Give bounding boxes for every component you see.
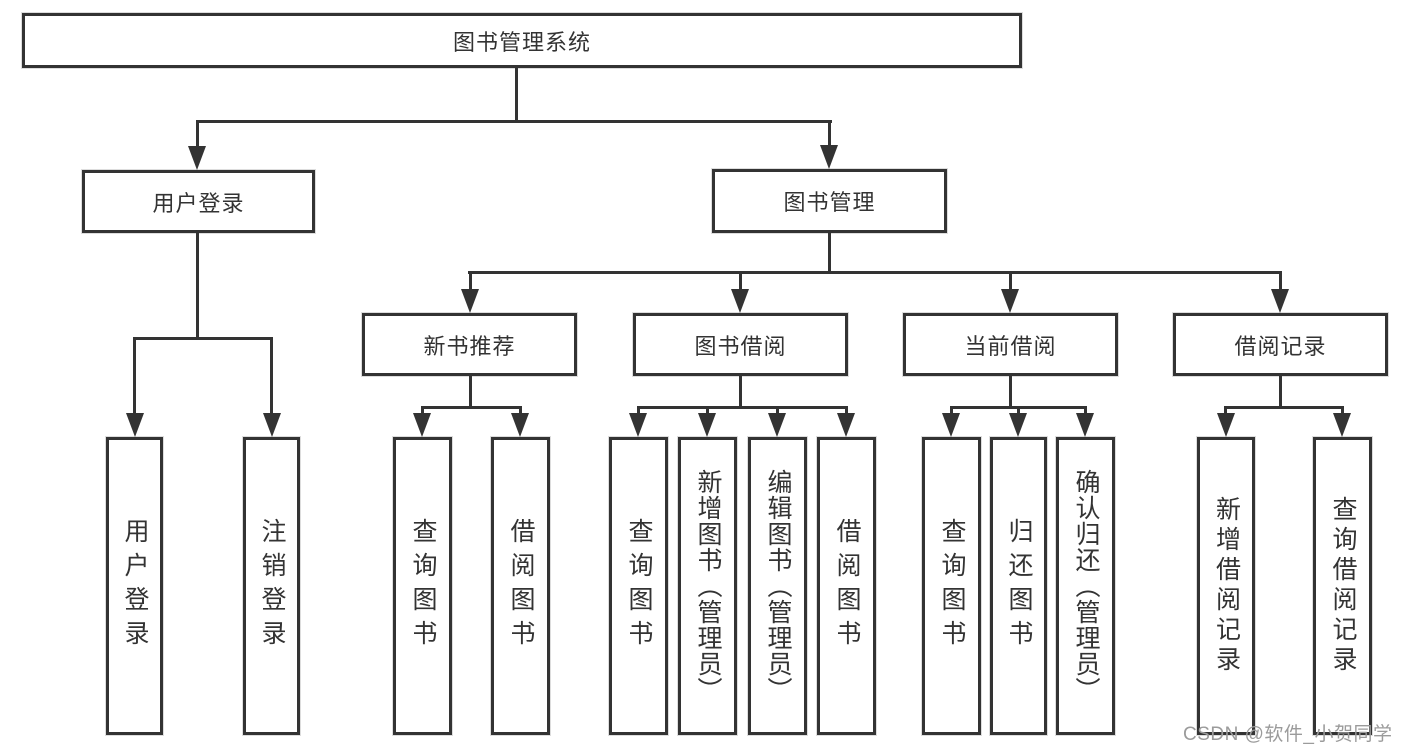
connector-root-drop-left <box>196 120 199 148</box>
arrowhead-down-icon <box>413 413 431 437</box>
arrowhead-down-icon <box>1009 413 1027 437</box>
arrowhead-down-icon <box>188 146 206 170</box>
arrowhead-down-icon <box>511 413 529 437</box>
connector-drop <box>637 406 640 418</box>
leaf-borrow-books-2: 借阅图书 <box>817 437 876 735</box>
leaf-add-books-admin: 新增图书（管理员） <box>678 437 737 735</box>
connector-new-book-stem <box>469 376 472 406</box>
leaf-query-books-1: 查询图书 <box>393 437 452 735</box>
node-book-borrow-label: 图书借阅 <box>694 333 787 359</box>
arrowhead-down-icon <box>126 413 144 437</box>
arrowhead-down-icon <box>1001 289 1019 313</box>
connector-user-login-stem <box>196 233 199 337</box>
leaf-borrow-books-1-label: 借阅图书 <box>507 518 535 654</box>
leaf-query-books-3-label: 查询图书 <box>938 518 966 654</box>
leaf-query-books-1-label: 查询图书 <box>409 518 437 654</box>
node-current-borrow: 当前借阅 <box>903 313 1118 376</box>
connector-borrow-records-stem <box>1279 376 1282 406</box>
connector-root-rail <box>196 120 832 123</box>
leaf-user-login: 用户登录 <box>106 437 163 735</box>
arrowhead-down-icon <box>731 289 749 313</box>
connector-drop <box>519 406 522 418</box>
node-book-management-label: 图书管理 <box>783 190 876 215</box>
node-new-book-recommend: 新书推荐 <box>362 313 577 376</box>
connector-drop <box>776 406 779 418</box>
connector-root-stem <box>515 68 518 120</box>
connector-drop <box>1009 271 1012 291</box>
connector-drop <box>1341 406 1344 418</box>
node-user-login-label: 用户登录 <box>152 190 245 216</box>
leaf-logout: 注销登录 <box>243 437 300 735</box>
leaf-query-books-2-label: 查询图书 <box>625 518 653 654</box>
leaf-add-books-admin-label: 新增图书（管理员） <box>694 469 722 703</box>
connector-user-login-rail <box>133 337 273 340</box>
connector-book-mgmt-rail <box>468 271 1282 274</box>
node-new-book-recommend-label: 新书推荐 <box>423 333 516 359</box>
leaf-edit-books-admin: 编辑图书（管理员） <box>748 437 807 735</box>
leaf-return-books: 归还图书 <box>990 437 1047 735</box>
csdn-watermark: CSDN @软件_小贺同学 <box>1183 724 1393 745</box>
arrowhead-down-icon <box>1333 413 1351 437</box>
arrowhead-down-icon <box>263 413 281 437</box>
node-current-borrow-label: 当前借阅 <box>964 333 1057 359</box>
arrowhead-down-icon <box>461 289 479 313</box>
connector-book-borrow-rail <box>637 406 848 409</box>
connector-drop <box>950 406 953 418</box>
leaf-borrow-books-1: 借阅图书 <box>491 437 550 735</box>
connector-drop <box>1084 406 1087 418</box>
leaf-query-books-2: 查询图书 <box>609 437 668 735</box>
node-book-borrow: 图书借阅 <box>633 313 848 376</box>
node-borrow-records: 借阅记录 <box>1173 313 1388 376</box>
connector-root-drop-right <box>828 120 831 148</box>
connector-drop <box>706 406 709 418</box>
leaf-confirm-return-admin-label: 确认归还（管理员） <box>1072 469 1100 703</box>
leaf-user-login-label: 用户登录 <box>121 518 149 654</box>
connector-drop <box>1224 406 1227 418</box>
connector-drop <box>1017 406 1020 418</box>
leaf-borrow-books-2-label: 借阅图书 <box>833 518 861 654</box>
arrowhead-down-icon <box>820 145 838 169</box>
leaf-return-books-label: 归还图书 <box>1005 518 1033 654</box>
connector-current-borrow-stem <box>1009 376 1012 406</box>
node-root-label: 图书管理系统 <box>452 29 591 55</box>
leaf-add-borrow-record-label: 新增借阅记录 <box>1212 496 1241 676</box>
leaf-confirm-return-admin: 确认归还（管理员） <box>1056 437 1115 735</box>
connector-book-mgmt-stem <box>828 233 831 273</box>
connector-drop <box>739 271 742 291</box>
connector-new-book-rail <box>421 406 522 409</box>
leaf-query-books-3: 查询图书 <box>922 437 981 735</box>
leaf-query-borrow-record-label: 查询借阅记录 <box>1329 496 1357 676</box>
arrowhead-down-icon <box>1271 289 1289 313</box>
leaf-add-borrow-record: 新增借阅记录 <box>1197 437 1255 735</box>
arrowhead-down-icon <box>942 413 960 437</box>
node-root: 图书管理系统 <box>22 13 1022 68</box>
leaf-edit-books-admin-label: 编辑图书（管理员） <box>764 469 792 703</box>
arrowhead-down-icon <box>1217 413 1235 437</box>
node-book-management: 图书管理 <box>712 169 947 233</box>
connector-borrow-records-rail <box>1224 406 1343 409</box>
node-borrow-records-label: 借阅记录 <box>1234 333 1327 359</box>
connector-drop <box>421 406 424 418</box>
connector-drop <box>845 406 848 418</box>
connector-drop <box>469 271 472 291</box>
connector-drop <box>1279 271 1282 291</box>
arrowhead-down-icon <box>768 413 786 437</box>
leaf-logout-label: 注销登录 <box>258 518 286 654</box>
arrowhead-down-icon <box>1076 413 1094 437</box>
arrowhead-down-icon <box>698 413 716 437</box>
arrowhead-down-icon <box>629 413 647 437</box>
connector-drop <box>133 337 136 415</box>
connector-book-borrow-stem <box>739 376 742 406</box>
connector-drop <box>270 337 273 415</box>
node-user-login: 用户登录 <box>82 170 315 233</box>
leaf-query-borrow-record: 查询借阅记录 <box>1313 437 1372 735</box>
arrowhead-down-icon <box>837 413 855 437</box>
